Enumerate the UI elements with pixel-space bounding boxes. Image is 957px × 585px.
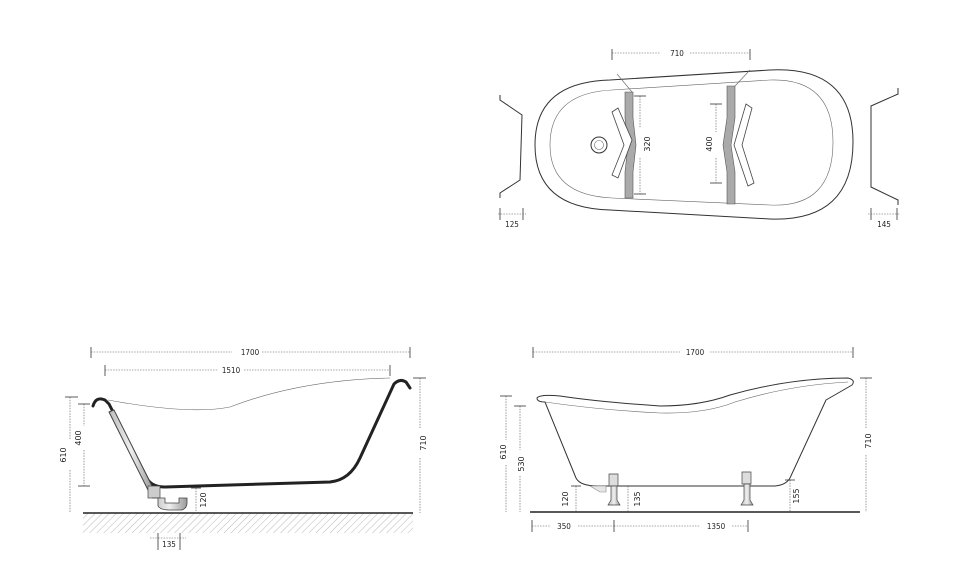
tub-section-shell [91,378,412,489]
tub-outer-rim [534,69,854,220]
support-bar-right [722,85,736,205]
leg-right-top [733,103,755,187]
drain-siphon [152,497,188,511]
left-end-bracket [499,95,523,198]
section-view: 1700 1510 610 400 710 120 135 [59,347,428,550]
dim-elev-1350: 1350 [707,522,726,531]
tub-inner-basin [549,79,834,206]
dim-elev-610: 610 [499,444,508,459]
drain-inner [594,140,604,150]
tub-base-panel [588,485,607,493]
right-end-bracket [870,88,899,205]
tub-rim-line [544,381,849,414]
rim-curve [107,377,391,411]
dim-section-135: 135 [162,540,176,549]
dim-top-400: 400 [705,136,714,151]
dim-elev-710: 710 [864,433,873,448]
elevation-view: 1700 610 530 710 120 135 155 [499,347,873,532]
drain-pipe [108,409,154,491]
dim-elev-120: 120 [561,491,570,506]
dim-elev-1700: 1700 [686,348,705,357]
dim-elev-530: 530 [517,456,526,471]
dim-section-120: 120 [199,492,208,507]
dim-section-610: 610 [59,447,68,462]
dim-elev-350: 350 [557,522,571,531]
dim-top-710: 710 [670,49,684,58]
dim-section-400: 400 [74,430,83,445]
drain-outer [590,136,608,154]
dim-section-1700: 1700 [241,348,260,357]
drain-trap [147,485,161,499]
dim-elev-135: 135 [633,491,642,506]
leg-left-top [611,107,633,179]
dim-top-125: 125 [505,220,519,229]
tub-elevation-body [536,377,854,487]
foot-left [607,473,621,506]
dim-section-710: 710 [419,435,428,450]
dim-top-320: 320 [643,136,652,151]
foot-right [740,471,754,506]
dim-top-145: 145 [877,220,891,229]
dim-elev-155: 155 [792,488,801,503]
floor-hatch [83,513,413,533]
dim-section-1510: 1510 [222,366,241,375]
top-view: 710 320 400 125 145 [498,49,900,229]
